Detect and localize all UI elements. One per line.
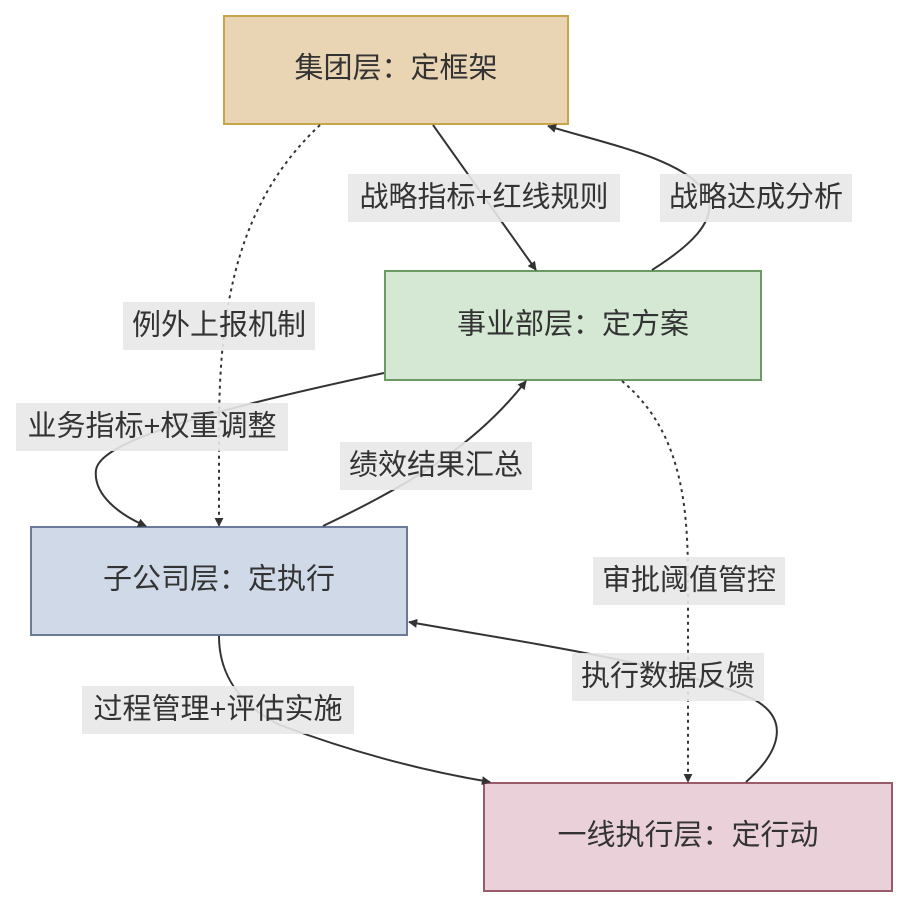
node-division[interactable]: 事业部层：定方案 bbox=[384, 270, 762, 381]
edge-label-exception-report-text: 例外上报机制 bbox=[132, 309, 306, 342]
node-frontline-box bbox=[483, 782, 893, 892]
edge-label-process-management: 过程管理+评估实施 bbox=[82, 686, 354, 734]
edge-label-business-indicators: 业务指标+权重调整 bbox=[16, 403, 288, 451]
edge-division-to-subsidiary bbox=[94, 372, 385, 527]
node-subsidiary-label: 子公司层：定执行 bbox=[103, 563, 335, 596]
edge-label-strategy-analysis: 战略达成分析 bbox=[660, 174, 852, 222]
edge-label-process-management-text: 过程管理+评估实施 bbox=[94, 693, 343, 726]
node-frontline[interactable]: 一线执行层：定行动 bbox=[483, 782, 893, 892]
node-group[interactable]: 集团层：定框架 bbox=[223, 15, 569, 125]
node-subsidiary[interactable]: 子公司层：定执行 bbox=[30, 526, 408, 636]
edge-label-approval-control: 审批阈值管控 bbox=[593, 557, 785, 605]
node-group-box bbox=[223, 15, 569, 125]
edge-label-strategy-indicators-text: 战略指标+红线规则 bbox=[360, 181, 609, 214]
edge-group-to-subsidiary-dotted bbox=[214, 124, 321, 527]
node-division-box bbox=[384, 270, 762, 381]
node-division-label: 事业部层：定方案 bbox=[457, 308, 689, 341]
edge-label-performance-summary-text: 绩效结果汇总 bbox=[349, 449, 523, 482]
edge-label-execution-feedback-text: 执行数据反馈 bbox=[581, 660, 755, 693]
edge-frontline-to-subsidiary bbox=[408, 618, 778, 783]
node-frontline-label: 一线执行层：定行动 bbox=[557, 819, 818, 852]
edge-label-business-indicators-text: 业务指标+权重调整 bbox=[28, 410, 277, 443]
edge-label-performance-summary: 绩效结果汇总 bbox=[340, 442, 532, 490]
edge-label-strategy-analysis-text: 战略达成分析 bbox=[669, 181, 843, 214]
edge-label-exception-report: 例外上报机制 bbox=[123, 302, 315, 350]
edge-label-strategy-indicators: 战略指标+红线规则 bbox=[348, 174, 620, 222]
node-group-label: 集团层：定框架 bbox=[294, 52, 497, 85]
node-subsidiary-box bbox=[30, 526, 408, 636]
edge-division-to-frontline-dotted bbox=[621, 380, 693, 783]
edge-label-execution-feedback: 执行数据反馈 bbox=[572, 653, 764, 701]
edge-label-approval-control-text: 审批阈值管控 bbox=[602, 564, 776, 597]
